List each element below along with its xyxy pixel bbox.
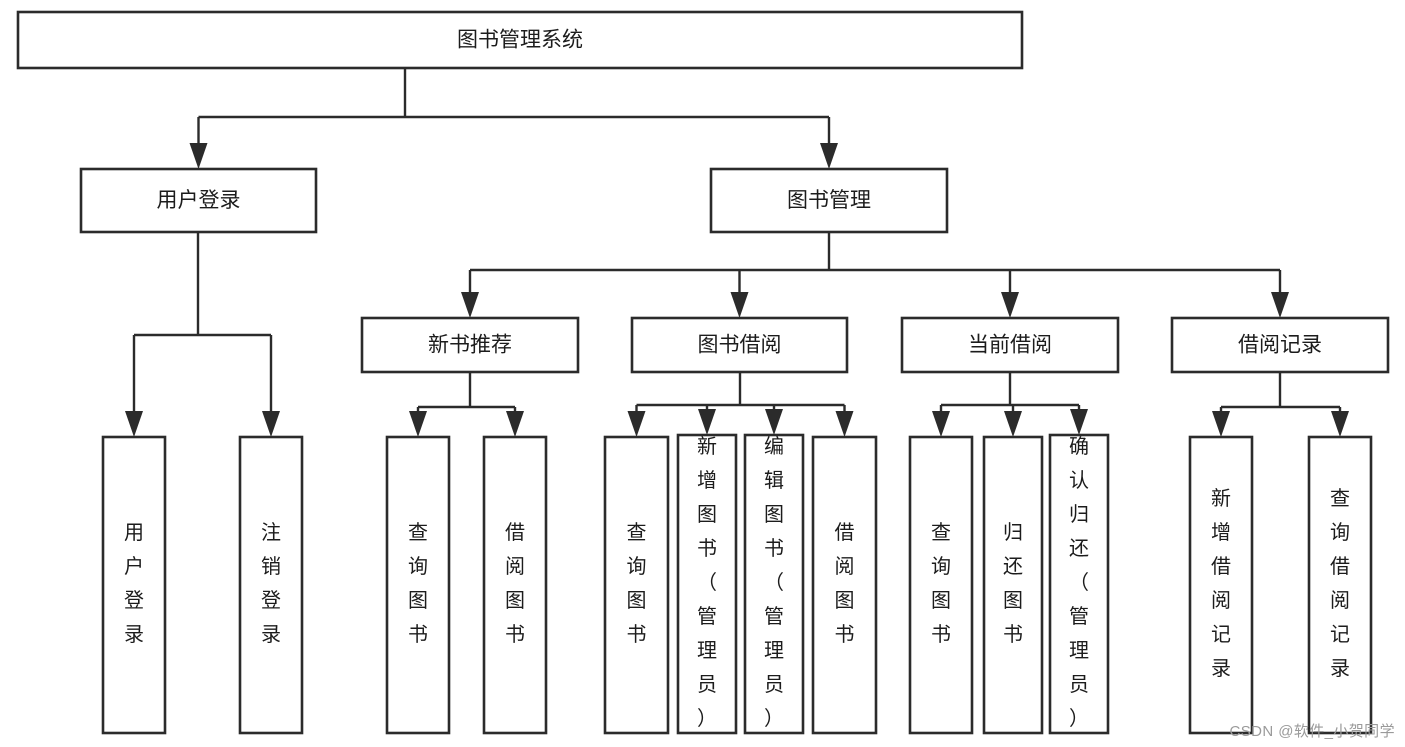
node-leaf-cur-confirm[interactable]: 确认归还（管理员） — [1048, 433, 1110, 735]
node-leaf-cur-return[interactable]: 归还图书 — [982, 435, 1044, 735]
node-label: 图书管理 — [787, 189, 871, 212]
node-label: 确认归还（管理员） — [1069, 435, 1089, 730]
edge-group-l3_records — [1212, 372, 1349, 437]
node-label: 借阅图书 — [835, 521, 855, 646]
arrow-head-icon — [1070, 409, 1088, 435]
arrow-head-icon — [765, 409, 783, 435]
arrow-head-icon — [262, 411, 280, 437]
arrow-head-icon — [730, 292, 749, 318]
arrow-head-icon — [1212, 411, 1230, 437]
node-l3-recommend[interactable]: 新书推荐 — [360, 316, 580, 374]
node-leaf-rec-add[interactable]: 新增借阅记录 — [1188, 435, 1254, 735]
arrow-head-icon — [409, 411, 427, 437]
node-box[interactable] — [385, 435, 451, 735]
node-label: 查询图书 — [408, 521, 428, 646]
node-layer: 图书管理系统用户登录图书管理新书推荐图书借阅当前借阅借阅记录用户登录注销登录查询… — [16, 10, 1390, 735]
arrow-head-icon — [835, 411, 854, 437]
arrow-head-icon — [461, 292, 479, 318]
arrow-head-icon — [932, 411, 950, 437]
node-box[interactable] — [908, 435, 974, 735]
node-l3-borrow[interactable]: 图书借阅 — [630, 316, 849, 374]
node-label: 注销登录 — [261, 521, 281, 646]
edge-group-l3_borrow — [627, 372, 854, 437]
arrow-head-icon — [1004, 411, 1022, 437]
node-label: 新增图书（管理员） — [697, 435, 717, 730]
node-box[interactable] — [16, 10, 1024, 70]
node-leaf-rec-query[interactable]: 查询图书 — [385, 435, 451, 735]
node-box[interactable] — [79, 167, 318, 234]
node-leaf-bor-add[interactable]: 新增图书（管理员） — [676, 433, 738, 735]
arrow-head-icon — [698, 409, 716, 435]
node-box[interactable] — [900, 316, 1120, 374]
node-box[interactable] — [709, 167, 949, 234]
arrow-head-icon — [627, 411, 646, 437]
node-box[interactable] — [1188, 435, 1254, 735]
node-box[interactable] — [982, 435, 1044, 735]
node-label: 新增借阅记录 — [1211, 487, 1231, 680]
arrow-head-icon — [189, 143, 208, 169]
node-box[interactable] — [238, 435, 304, 735]
arrow-head-icon — [506, 411, 524, 437]
node-l3-records[interactable]: 借阅记录 — [1170, 316, 1390, 374]
node-leaf-user-login[interactable]: 用户登录 — [101, 435, 167, 735]
node-box[interactable] — [603, 435, 670, 735]
node-label: 新书推荐 — [428, 334, 512, 357]
node-label: 图书管理系统 — [457, 29, 583, 52]
node-label: 编辑图书（管理员） — [764, 435, 784, 730]
node-l2-user[interactable]: 用户登录 — [79, 167, 318, 234]
arrow-head-icon — [125, 411, 143, 437]
node-label: 当前借阅 — [968, 334, 1052, 357]
node-box[interactable] — [676, 433, 738, 735]
edge-group-l3_recommend — [409, 372, 524, 437]
watermark-text: CSDN @软件_小贺同学 — [1229, 723, 1395, 740]
arrow-head-icon — [1271, 292, 1289, 318]
edge-group-l3_current — [932, 372, 1088, 437]
node-box[interactable] — [743, 433, 805, 735]
node-box[interactable] — [1170, 316, 1390, 374]
node-label: 查询图书 — [627, 521, 647, 646]
edge-layer — [125, 68, 1349, 437]
node-leaf-cur-query[interactable]: 查询图书 — [908, 435, 974, 735]
node-label: 用户登录 — [124, 522, 144, 646]
node-leaf-user-logout[interactable]: 注销登录 — [238, 435, 304, 735]
node-leaf-bor-query[interactable]: 查询图书 — [603, 435, 670, 735]
node-box[interactable] — [1048, 433, 1110, 735]
node-label: 查询借阅记录 — [1330, 487, 1350, 680]
arrow-head-icon — [1001, 292, 1019, 318]
node-box[interactable] — [811, 435, 878, 735]
node-box[interactable] — [630, 316, 849, 374]
node-leaf-rec-borrow[interactable]: 借阅图书 — [482, 435, 548, 735]
node-leaf-bor-edit[interactable]: 编辑图书（管理员） — [743, 433, 805, 735]
node-label: 用户登录 — [157, 189, 241, 212]
node-label: 借阅记录 — [1238, 334, 1322, 357]
node-box[interactable] — [1307, 435, 1373, 735]
node-label: 借阅图书 — [505, 521, 525, 646]
node-label: 查询图书 — [931, 521, 951, 646]
edge-group-l2_book — [461, 232, 1289, 318]
node-l3-current[interactable]: 当前借阅 — [900, 316, 1120, 374]
node-root[interactable]: 图书管理系统 — [16, 10, 1024, 70]
node-l2-book[interactable]: 图书管理 — [709, 167, 949, 234]
arrow-head-icon — [1331, 411, 1349, 437]
node-label: 图书借阅 — [698, 334, 782, 357]
node-leaf-bor-lend[interactable]: 借阅图书 — [811, 435, 878, 735]
edge-group-root — [189, 68, 838, 169]
node-box[interactable] — [101, 435, 167, 735]
node-box[interactable] — [482, 435, 548, 735]
arrow-head-icon — [820, 143, 838, 169]
node-box[interactable] — [360, 316, 580, 374]
edge-group-l2_user — [125, 232, 280, 437]
node-leaf-rec-search[interactable]: 查询借阅记录 — [1307, 435, 1373, 735]
node-label: 归还图书 — [1003, 521, 1023, 646]
